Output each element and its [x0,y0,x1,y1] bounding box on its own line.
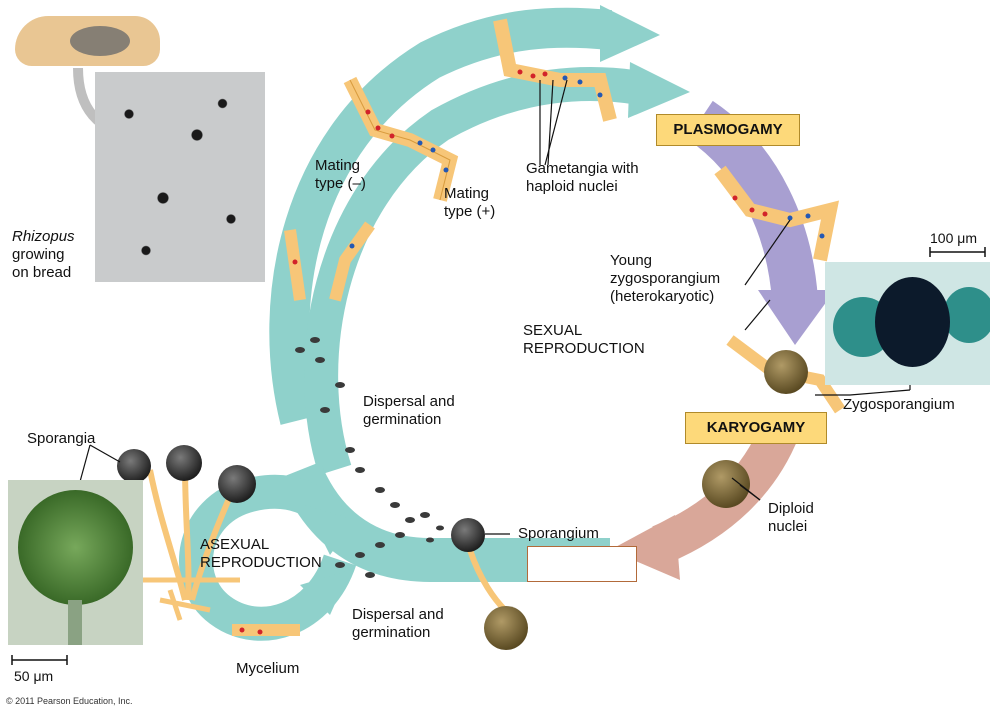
dispersal-bottom-label: Dispersal and germination [352,606,444,642]
gametangia-label: Gametangia with haploid nuclei [526,160,639,196]
zygosporangium-mark [702,350,808,508]
bread-caption: Rhizopus growing on bread [12,228,75,282]
young-zygo-line-2: zygosporangium [610,270,721,287]
rhizopus-micrograph [95,72,265,282]
zygosporangium-text: Zygosporangium [843,396,955,413]
young-zygo-line-3: (heterokaryotic) [610,288,715,305]
scale-bar-top-right [929,247,986,257]
sexual-line-1: SEXUAL [523,322,583,339]
mycelium-text: Mycelium [236,660,300,677]
mating-type-minus-label: Mating type (–) [315,157,366,193]
bread-photo [15,8,160,70]
diploid-line-2: nuclei [768,518,808,535]
dispersal-top-label: Dispersal and germination [363,393,455,429]
scale-label-bottom-left: 50 μm [14,668,54,684]
dispersal-bottom-line-1: Dispersal and [352,606,444,623]
dispersal-bottom-line-2: germination [352,624,431,641]
mating-plus-line-1: Mating [444,185,490,202]
plasmogamy-box: PLASMOGAMY [656,114,800,146]
mating-minus-line-1: Mating [315,157,361,174]
mating-minus-line-2: type (–) [315,175,366,192]
bread-caption-line-2: on bread [12,264,72,281]
young-zygosporangium-label: Young zygosporangium (heterokaryotic) [610,252,720,306]
scale-bar-bottom-left [11,655,68,665]
sporangium-bottom [451,518,528,650]
sporangium-label: Sporangium [518,525,599,543]
diploid-nuclei-label: Diploid nuclei [768,500,814,536]
sexual-cycle-arrow-outer [269,5,660,425]
young-zygo-line-1: Young [610,252,652,269]
dispersal-top-line-2: germination [363,411,442,428]
karyogamy-box: KARYOGAMY [685,412,827,444]
copyright-notice: © 2011 Pearson Education, Inc. [6,696,133,706]
gametangia-line-2: haploid nuclei [526,178,618,195]
mycelium-label: Mycelium [236,660,299,678]
asexual-cycle-arrow [179,474,357,641]
sporangia-text: Sporangia [27,430,96,447]
spores [295,337,444,578]
asexual-line-2: REPRODUCTION [200,554,322,571]
blank-answer-box [527,546,637,582]
mating-hyphae [232,18,845,636]
asexual-line-1: ASEXUAL [200,536,270,553]
zygosporangium-label: Zygosporangium [843,396,955,414]
dispersal-top-line-1: Dispersal and [363,393,455,410]
sporangia-cluster [117,445,256,621]
asexual-reproduction-label: ASEXUAL REPRODUCTION [200,536,322,572]
gametangia-line-1: Gametangia with [526,160,639,177]
sexual-reproduction-label: SEXUAL REPRODUCTION [523,322,645,358]
mating-plus-line-2: type (+) [444,203,496,220]
scale-label-top-right: 100 μm [930,230,977,246]
nuclei-red [239,69,768,635]
zygosporangium-micrograph [825,262,990,385]
mating-type-plus-label: Mating type (+) [444,185,495,221]
sexual-line-2: REPRODUCTION [523,340,645,357]
diploid-line-1: Diploid [768,500,814,517]
sporangium-micrograph [8,480,143,645]
rhizopus-italic: Rhizopus [12,228,75,245]
plasmogamy-arrow [686,100,835,345]
sporangia-label: Sporangia [27,430,95,448]
bread-caption-line-1: growing [12,246,65,263]
sporangium-text: Sporangium [518,525,599,542]
